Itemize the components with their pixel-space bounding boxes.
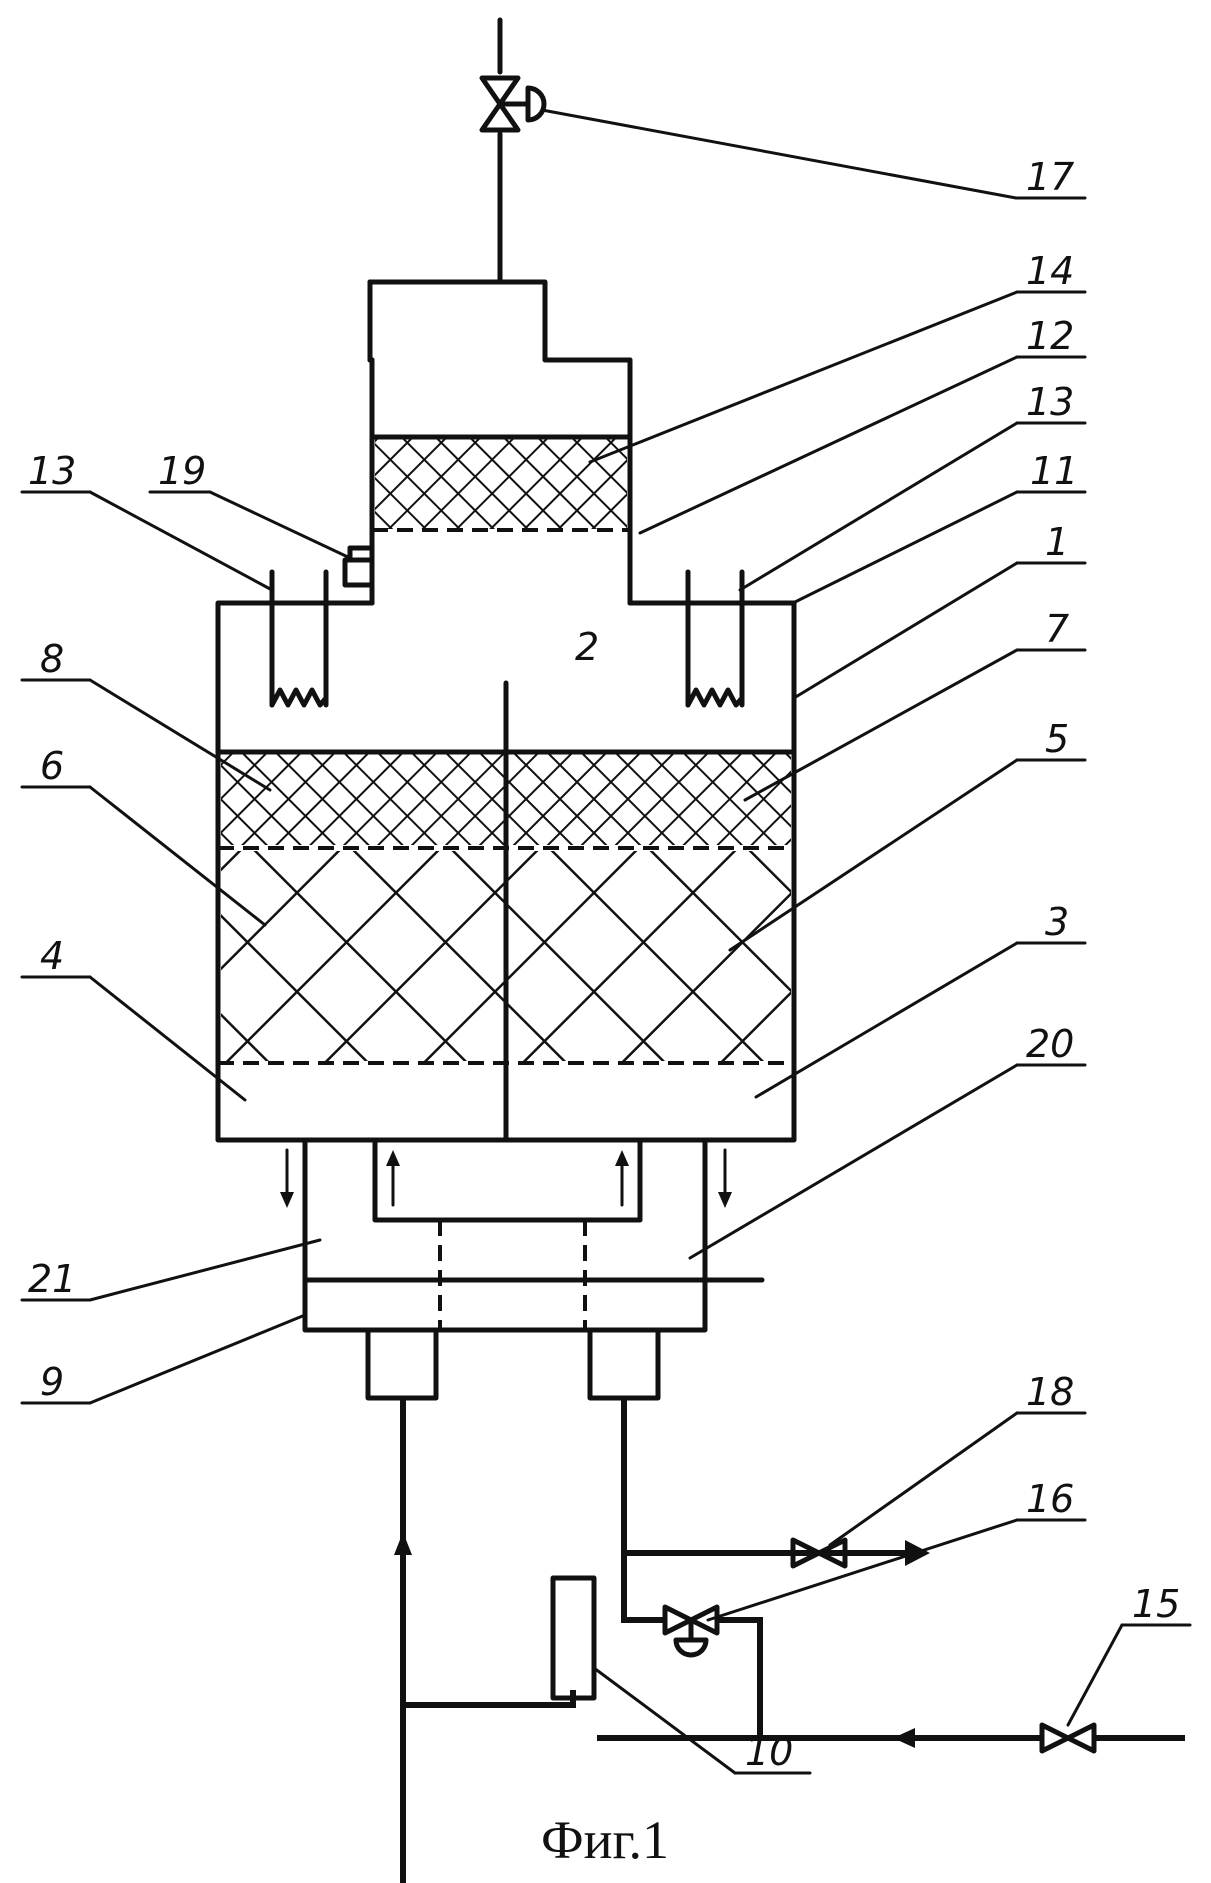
label-5: 5 [1045, 717, 1069, 761]
label-6: 6 [40, 744, 64, 788]
label-2: 2 [575, 625, 599, 669]
lower-distributor [302, 1137, 765, 1333]
label-7: 7 [1045, 607, 1069, 651]
label-21: 21 [28, 1257, 76, 1301]
label-13-right: 13 [1026, 380, 1074, 424]
fitting-19 [342, 545, 375, 606]
label-9: 9 [40, 1360, 64, 1404]
heat-exchanger-10 [550, 1575, 597, 1701]
label-11: 11 [1030, 449, 1078, 493]
label-4: 4 [40, 934, 64, 978]
label-14: 14 [1026, 249, 1074, 293]
flow-arrow-up [394, 1532, 412, 1555]
pump-left [365, 1327, 439, 1401]
valve-18-icon [790, 1537, 848, 1569]
label-12: 12 [1026, 314, 1074, 358]
label-17: 17 [1026, 155, 1074, 199]
label-15: 15 [1132, 1582, 1180, 1626]
leader-lines [20, 108, 1192, 1775]
figure-caption: Фиг.1 [541, 1810, 669, 1870]
flow-arrow-left [893, 1728, 915, 1748]
control-valve-16-icon [662, 1604, 720, 1658]
heater-left-13 [269, 569, 329, 708]
label-18: 18 [1026, 1370, 1074, 1414]
label-19: 19 [158, 449, 206, 493]
outlet-line [621, 1398, 790, 1556]
label-10: 10 [745, 1730, 793, 1774]
valve-15-icon [1039, 1722, 1097, 1754]
heater-right-13 [685, 569, 745, 708]
upper-packing-14 [375, 437, 627, 529]
label-1: 1 [1045, 520, 1069, 564]
coarse-packing-5-6 [221, 851, 791, 1061]
label-13-left: 13 [28, 449, 76, 493]
pump-right [587, 1327, 661, 1401]
flow-arrows [280, 1148, 732, 1208]
reference-numerals: 17 14 12 13 11 1 7 5 3 20 18 16 15 10 13… [28, 155, 1180, 1774]
control-valve-17-icon [479, 75, 547, 133]
fine-packing-7-8 [221, 752, 791, 845]
label-16: 16 [1026, 1477, 1074, 1521]
label-3: 3 [1045, 900, 1069, 944]
label-20: 20 [1026, 1022, 1074, 1066]
label-8: 8 [40, 637, 64, 681]
